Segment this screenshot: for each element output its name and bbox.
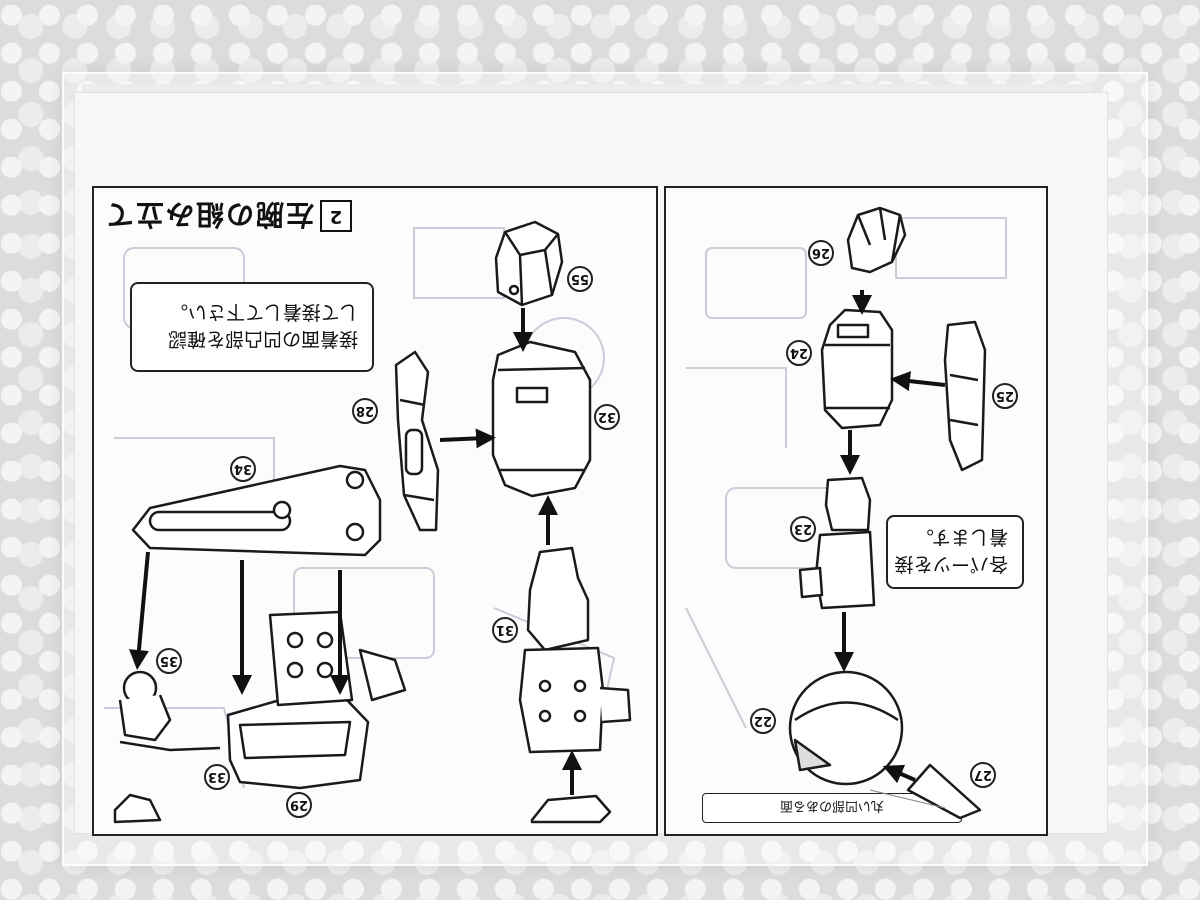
part-34-plate — [131, 464, 382, 557]
part-27-piece — [906, 763, 982, 820]
part-32-forearm — [491, 340, 592, 498]
part-number-24: 24 — [786, 340, 812, 366]
part-31-upper-arm — [526, 546, 590, 652]
part-number-35: 35 — [156, 648, 182, 674]
part-number-32: 32 — [594, 404, 620, 430]
part-number-31: 31 — [492, 617, 518, 643]
part-number-25: 25 — [992, 383, 1018, 409]
part-number-26: 26 — [808, 240, 834, 266]
part-number-34: 34 — [230, 456, 256, 482]
part-number-33: 33 — [204, 764, 230, 790]
part-number-27: 27 — [970, 762, 996, 788]
part-number-23: 23 — [790, 516, 816, 542]
part-number-29: 29 — [286, 792, 312, 818]
part-23-upper-arm — [824, 476, 872, 532]
part-25-armor — [943, 320, 987, 472]
part-number-22: 22 — [750, 708, 776, 734]
part-number-55: 55 — [567, 266, 593, 292]
part-number-28: 28 — [352, 398, 378, 424]
